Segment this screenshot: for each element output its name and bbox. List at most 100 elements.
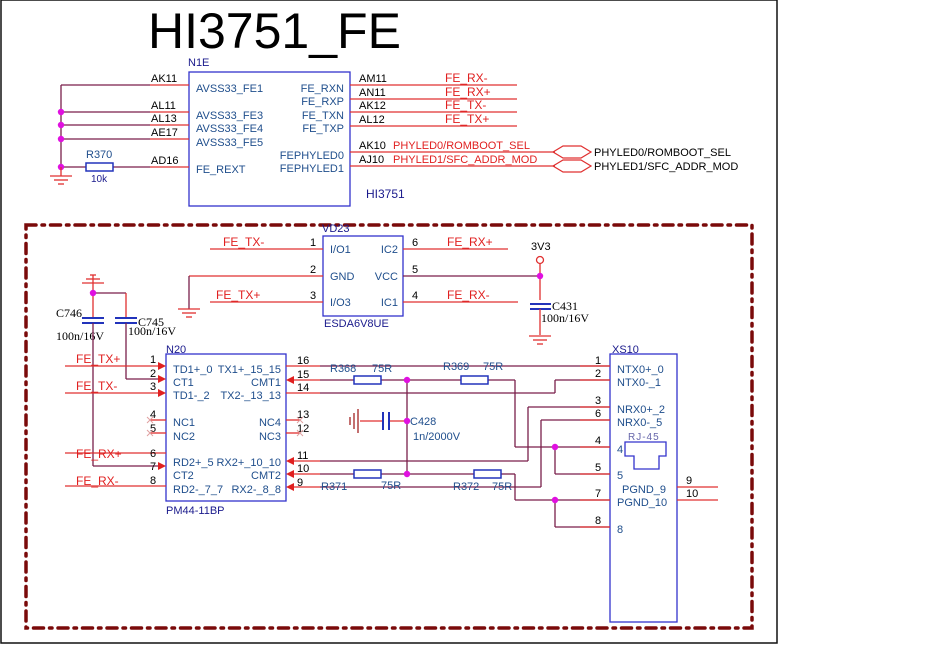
net-label[interactable]: FE_TX-: [76, 379, 117, 393]
resistor-ref: R371: [321, 481, 347, 493]
c431-value: 100n/16V: [541, 311, 589, 325]
ball-label: AM11: [359, 73, 387, 85]
pin-name: RD2+_5: [173, 457, 214, 469]
r370-resistor[interactable]: R370 10k: [85, 149, 114, 185]
pin-number: 7: [595, 488, 601, 500]
pin-number: 3: [310, 290, 316, 302]
pin-name: FE_RXN: [301, 83, 344, 95]
junction-dot: [57, 121, 65, 129]
pin-number: 4: [595, 435, 601, 447]
net-label[interactable]: FE_TX+: [76, 352, 120, 366]
pin-name: I/O1: [330, 244, 351, 256]
pin-name: I/O3: [330, 297, 351, 309]
net-label[interactable]: PHYLED1/SFC_ADDR_MOD: [393, 154, 537, 166]
pin-number: 8: [595, 515, 601, 527]
junction-dot: [551, 443, 559, 451]
c431-capacitor[interactable]: C431 100n/16V: [529, 299, 589, 345]
vd23-part: ESDA6V8UE: [324, 318, 389, 330]
junction-dot: [551, 496, 559, 504]
c746-ref: C746: [56, 306, 82, 320]
c428-capacitor[interactable]: C428 1n/2000V: [382, 412, 461, 443]
junction-dot: [536, 272, 544, 280]
resistor-value: 75R: [483, 361, 503, 373]
ground-symbol-icon: [178, 276, 200, 318]
pin-number: 9: [297, 477, 303, 489]
ball-label: AL13: [151, 113, 177, 125]
port-label: PHYLED0/ROMBOOT_SEL: [594, 147, 731, 159]
signal-wires: [320, 365, 612, 528]
net-label[interactable]: FE_TX-: [223, 235, 264, 249]
rj45-label: RJ-45: [628, 432, 660, 443]
pin-name: RD2-_7_7: [173, 484, 223, 496]
n20-ref: N20: [166, 344, 186, 356]
pin-name: AVSS33_FE3: [196, 110, 263, 122]
pin-name: RX2+_10_10: [216, 457, 281, 469]
pin-number: 12: [297, 423, 309, 435]
pin-name: NC1: [173, 417, 195, 429]
pin-number: 2: [595, 368, 601, 380]
pin-name: NC3: [259, 431, 281, 443]
pin-name: NC4: [259, 417, 281, 429]
r368-resistor[interactable]: R368 75R: [330, 363, 392, 385]
resistor-value: 75R: [492, 481, 512, 493]
ball-label: AL12: [359, 114, 385, 126]
junction-dot: [89, 289, 97, 297]
power-3v3: 3V3: [531, 241, 551, 300]
pin-name: FE_TXN: [302, 110, 344, 122]
pin-number: 2: [150, 368, 156, 380]
net-label[interactable]: FE_RX+: [76, 447, 122, 461]
n1e-ref: N1E: [188, 57, 209, 69]
r372-resistor[interactable]: R372 75R: [453, 469, 512, 493]
net-label[interactable]: FE_RX+: [447, 235, 493, 249]
net-label[interactable]: FE_TX+: [216, 288, 260, 302]
pin-name: FE_REXT: [196, 164, 246, 176]
pin-name: PGND_10: [617, 497, 667, 509]
pin-name: GND: [330, 271, 355, 283]
pin-number: 1: [310, 237, 316, 249]
n20-component[interactable]: N20 1 2 3 4 5 6 7 8 TD1+_0 CT1 TD1-_2 NC…: [65, 344, 320, 517]
c745-ref: C745: [138, 315, 164, 329]
c431-ref: C431: [552, 299, 578, 313]
pin-name: NRX0+_2: [617, 404, 665, 416]
net-label[interactable]: FE_TX+: [445, 112, 489, 126]
junction-dot: [403, 417, 411, 425]
n1e-right-pins: [350, 84, 555, 167]
pin-name: AVSS33_FE4: [196, 123, 263, 135]
pin-number: 10: [686, 488, 698, 500]
pin-name: FE_TXP: [302, 123, 344, 135]
pin-name: TD1-_2: [173, 390, 210, 402]
xs10-body: [609, 353, 678, 623]
c746-capacitor[interactable]: C746 100n/16V: [56, 306, 104, 343]
pin-name: CMT2: [251, 470, 281, 482]
rj45-jack-icon: [624, 441, 667, 470]
junction-dot: [57, 108, 65, 116]
pin-name: AVSS33_FE1: [196, 83, 263, 95]
avss-ground-bus: [50, 84, 150, 185]
pin-number: 1: [150, 354, 156, 366]
net-label[interactable]: FE_RX-: [445, 71, 488, 85]
pin-name: TD1+_0: [173, 364, 212, 376]
net-label[interactable]: FE_RX-: [76, 474, 119, 488]
n1e-component[interactable]: N1E AK11 AL11 AL13 AE17 AD16 AVSS33_FE1 …: [150, 57, 555, 207]
vd23-ref: VD23: [322, 223, 350, 235]
net-label[interactable]: PHYLED0/ROMBOOT_SEL: [393, 140, 530, 152]
net-label[interactable]: FE_RX+: [445, 85, 491, 99]
r371-resistor[interactable]: R371 75R: [321, 469, 401, 493]
pin-name: PGND_9: [622, 484, 666, 496]
xs10-component[interactable]: XS10 1 2 3 6 4 5 7 8 NTX0+_0 NTX0-_1 NRX…: [580, 344, 718, 623]
port-phyled0[interactable]: PHYLED0/ROMBOOT_SEL: [551, 145, 731, 159]
junction-dot: [57, 135, 65, 143]
vd23-component[interactable]: VD23 1 2 3 I/O1 GND I/O3 IC2 VCC IC1 6 5…: [189, 223, 540, 330]
sheet-title: HI3751_FE: [148, 3, 401, 59]
pin-name: FEPHYLED0: [280, 150, 344, 162]
net-label[interactable]: FE_RX-: [447, 288, 490, 302]
n1e-body: [188, 71, 351, 207]
r370-ref: R370: [86, 149, 112, 161]
c745-capacitor[interactable]: C745 100n/16V: [115, 315, 176, 338]
pin-name: 5: [617, 470, 623, 482]
r369-resistor[interactable]: R369 75R: [443, 361, 503, 385]
port-phyled1[interactable]: PHYLED1/SFC_ADDR_MOD: [551, 159, 738, 173]
pin-name: NTX0+_0: [617, 364, 664, 376]
net-label[interactable]: FE_TX-: [445, 98, 486, 112]
